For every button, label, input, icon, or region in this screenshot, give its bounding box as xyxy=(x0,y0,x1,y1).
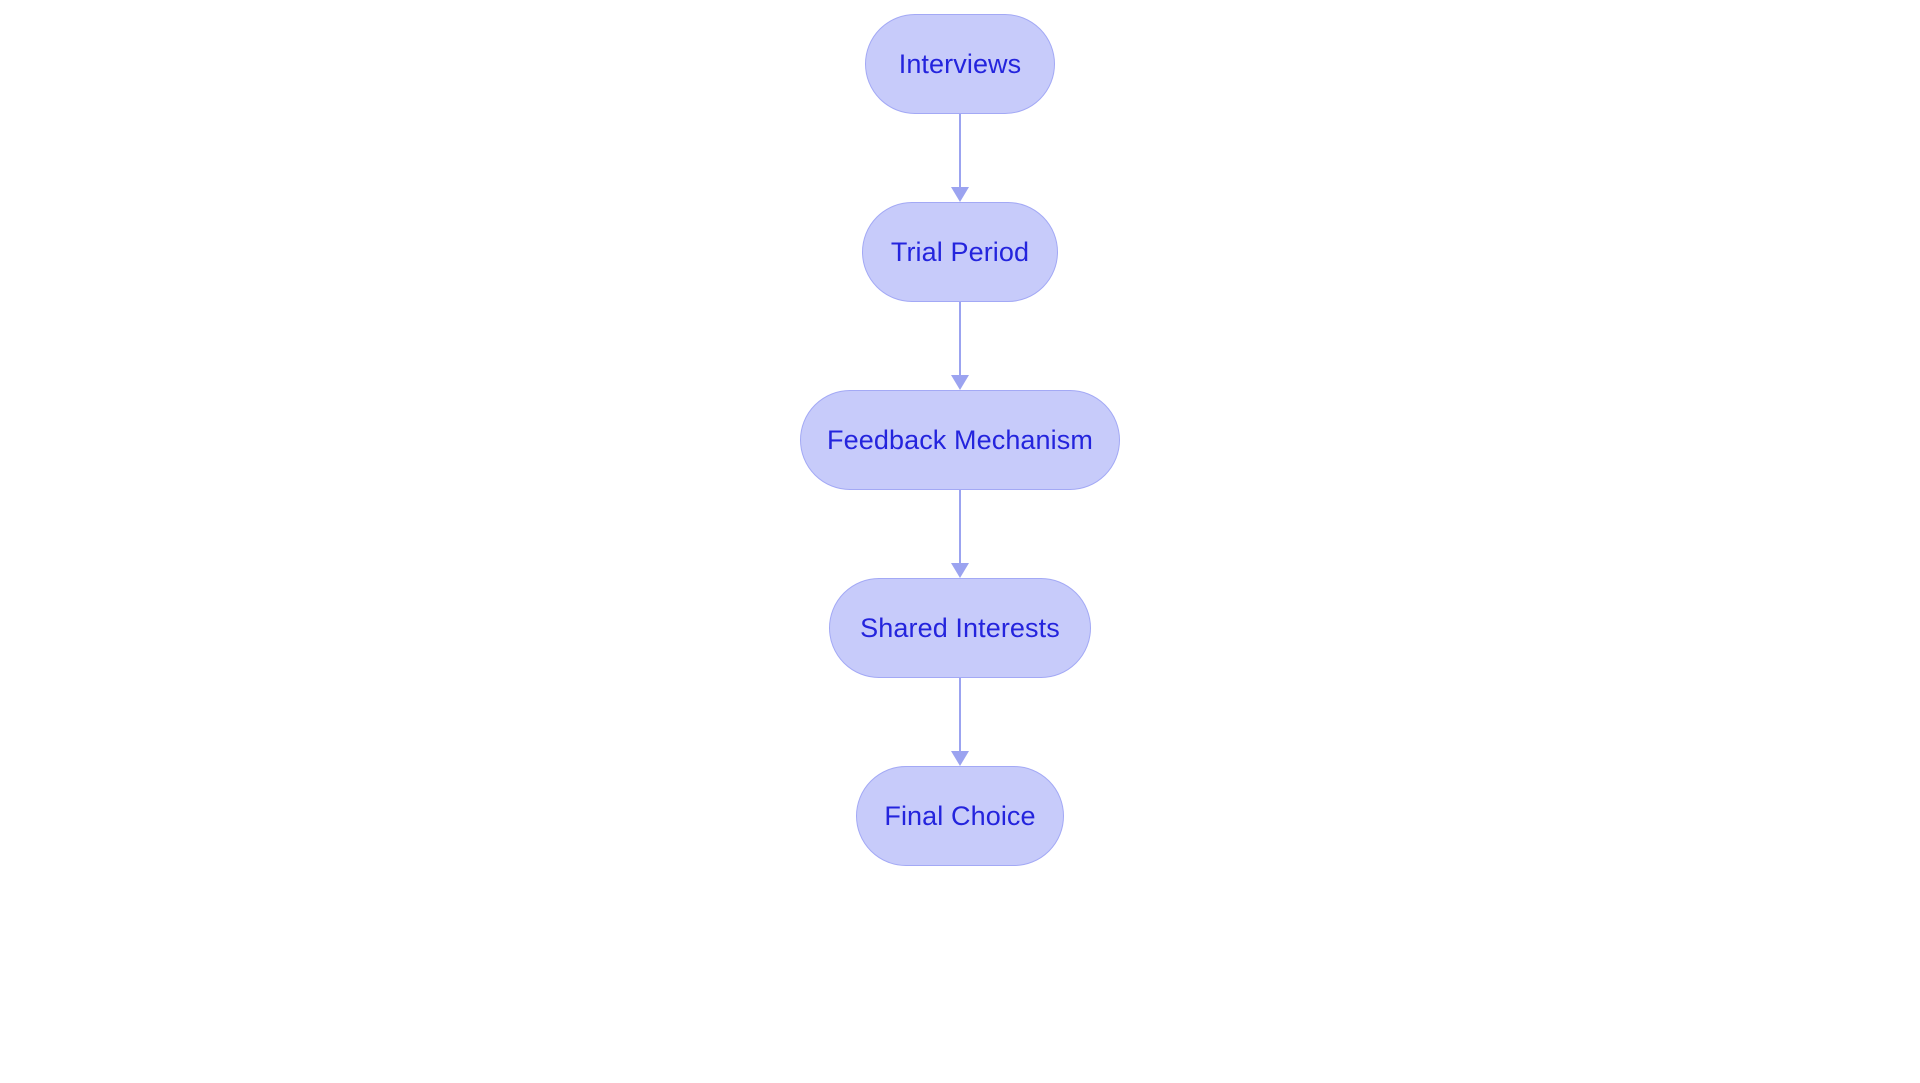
edge-line xyxy=(958,114,962,188)
edge-line xyxy=(958,678,962,752)
flow-node-final-choice-label: Final Choice xyxy=(884,800,1036,831)
flow-node-interviews-label: Interviews xyxy=(898,48,1022,79)
flow-edge-shared-interests-to-final-choice xyxy=(948,678,972,766)
flow-node-feedback-mechanism[interactable]: Feedback Mechanism xyxy=(800,390,1120,490)
flow-node-shared-interests[interactable]: Shared Interests xyxy=(829,578,1091,678)
down-arrow-icon xyxy=(951,375,969,390)
down-arrow-icon xyxy=(951,751,969,766)
flow-node-shared-interests-label: Shared Interests xyxy=(860,612,1060,643)
down-arrow-icon xyxy=(951,563,969,578)
flow-edge-trial-period-to-feedback-mechanism xyxy=(948,302,972,390)
flow-node-feedback-mechanism-label: Feedback Mechanism xyxy=(827,424,1093,455)
flow-node-trial-period[interactable]: Trial Period xyxy=(862,202,1058,302)
down-arrow-icon xyxy=(951,187,969,202)
flow-edge-feedback-mechanism-to-shared-interests xyxy=(948,490,972,578)
flow-node-final-choice[interactable]: Final Choice xyxy=(856,766,1064,866)
flow-edge-interviews-to-trial-period xyxy=(948,114,972,202)
edge-line xyxy=(958,302,962,376)
flow-node-trial-period-label: Trial Period xyxy=(890,236,1030,267)
edge-line xyxy=(958,490,962,564)
flow-node-interviews[interactable]: Interviews xyxy=(865,14,1055,114)
